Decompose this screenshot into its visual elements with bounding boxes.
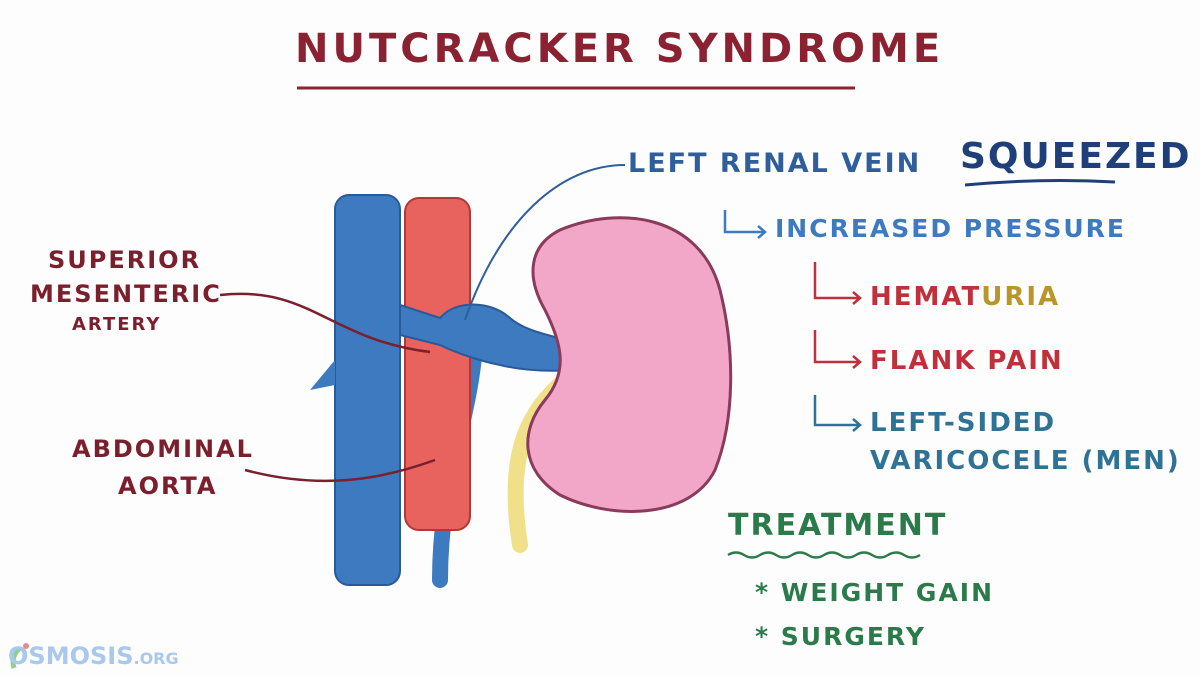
sma-label-3: Artery xyxy=(72,314,162,335)
varicocele-line-2: Varicocele (men) xyxy=(870,446,1181,476)
treatment-item: * Surgery xyxy=(755,622,926,651)
flank-pain: Flank Pain xyxy=(870,346,1064,376)
arrow-icon xyxy=(813,395,862,432)
aorta-label-1: Abdominal xyxy=(72,435,254,463)
increased-pressure: Increased Pressure xyxy=(775,214,1126,243)
arrow-icon xyxy=(813,330,862,369)
sma-label-1: Superior xyxy=(48,246,202,274)
sma-label-2: Mesenteric xyxy=(30,280,222,308)
inferior-vena-cava xyxy=(334,194,401,586)
arrow-icon xyxy=(723,210,767,239)
renal-vein-pointer xyxy=(464,164,626,321)
hematuria-part-b: uria xyxy=(981,282,1061,312)
logo-suffix: .org xyxy=(133,649,179,668)
varicocele-line-1: Left-Sided xyxy=(870,408,1057,438)
treatment-item: * Weight Gain xyxy=(755,578,995,607)
hematuria-part-a: Hemat xyxy=(870,282,982,312)
logo-mark xyxy=(10,646,22,669)
hematuria: Hematuria xyxy=(870,282,1060,312)
osmosis-logo: OSMOSIS.org xyxy=(8,642,179,670)
sma-pointer xyxy=(219,292,431,354)
renal-vein-label: Left Renal Vein xyxy=(628,148,922,179)
aorta-pointer xyxy=(244,458,436,483)
treatment-underline xyxy=(727,551,921,559)
logo-name: OSMOSIS xyxy=(8,642,134,670)
arrow-icon xyxy=(813,262,862,305)
squeezed-label: Squeezed xyxy=(960,136,1192,177)
logo-dot xyxy=(23,643,29,649)
treatment-heading: Treatment xyxy=(728,508,948,543)
ivc-branch xyxy=(310,360,335,390)
abdominal-aorta xyxy=(404,197,471,531)
aorta-label-2: Aorta xyxy=(118,472,218,500)
squeezed-underline xyxy=(964,179,1116,187)
page-title: Nutcracker Syndrome xyxy=(295,26,945,72)
kidney xyxy=(526,216,733,513)
